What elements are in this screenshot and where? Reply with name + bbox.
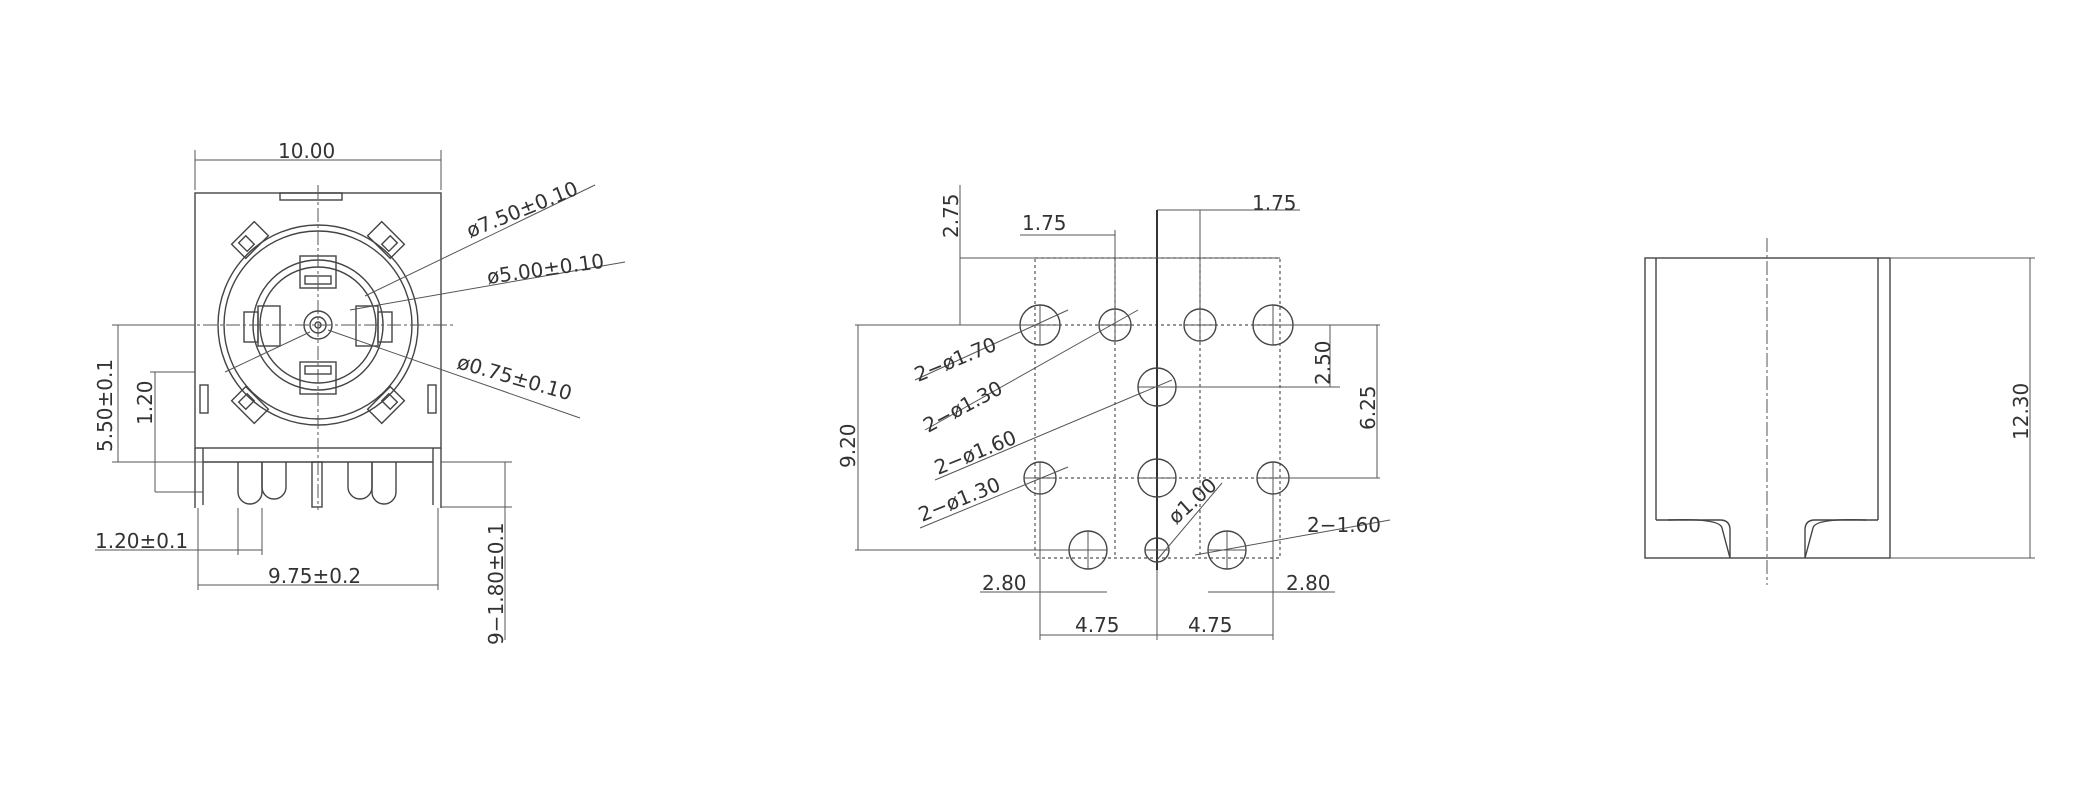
dim-half-right: 4.75 — [1188, 613, 1233, 637]
hole-d — [1252, 304, 1294, 346]
label-hole-6: 2−1.60 — [1307, 513, 1381, 537]
label-hole-4: 2−ø1.30 — [915, 472, 1004, 527]
dim-bottom-left: 2.80 — [982, 571, 1027, 595]
dim-top-offset: 2.75 — [939, 193, 963, 238]
dim-dia-mid: ø5.00±0.10 — [485, 249, 605, 289]
hole-a — [1019, 304, 1061, 346]
front-view: 10.00 ø7.50±0.10 ø5.00±0.10 ø0.75±0.10 5… — [93, 139, 626, 645]
dim-pitch-left: 1.75 — [1022, 211, 1067, 235]
hole-i — [1068, 530, 1108, 570]
dim-height-small: 1.20 — [133, 380, 157, 425]
dim-bottom-right: 2.80 — [1286, 571, 1331, 595]
label-hole-1: 2−ø1.70 — [911, 332, 1000, 387]
dim-width-top: 10.00 — [278, 139, 335, 163]
dim-height: 9.20 — [836, 423, 860, 468]
hole-h — [1256, 461, 1290, 495]
hole-b — [1098, 308, 1132, 342]
dim-dia-outer: ø7.50±0.10 — [463, 176, 581, 242]
hole-k — [1207, 530, 1247, 570]
dim-pitch-right: 1.75 — [1252, 191, 1297, 215]
dim-right-a: 2.50 — [1311, 340, 1335, 385]
hole-c — [1183, 308, 1217, 342]
label-hole-5: ø1.00 — [1163, 473, 1221, 529]
dim-offset: 1.20±0.1 — [95, 529, 188, 553]
label-hole-2: 2−ø1.30 — [919, 376, 1006, 438]
pcb-layout: 2.75 1.75 1.75 2−ø1.70 2−ø1.30 2−ø1.60 2… — [836, 185, 1391, 640]
dim-pins: 9−1.80±0.1 — [484, 522, 508, 645]
dim-half-left: 4.75 — [1075, 613, 1120, 637]
dim-width-bottom: 9.75±0.2 — [268, 564, 361, 588]
label-hole-3: 2−ø1.60 — [931, 425, 1020, 480]
dim-dia-pin: ø0.75±0.10 — [455, 350, 575, 406]
dim-side-height: 12.30 — [2009, 383, 2033, 440]
dim-right-b: 6.25 — [1356, 385, 1380, 430]
dim-height-center: 5.50±0.1 — [93, 359, 117, 452]
hole-g — [1137, 458, 1177, 498]
side-view: 12.30 — [1644, 238, 2035, 585]
